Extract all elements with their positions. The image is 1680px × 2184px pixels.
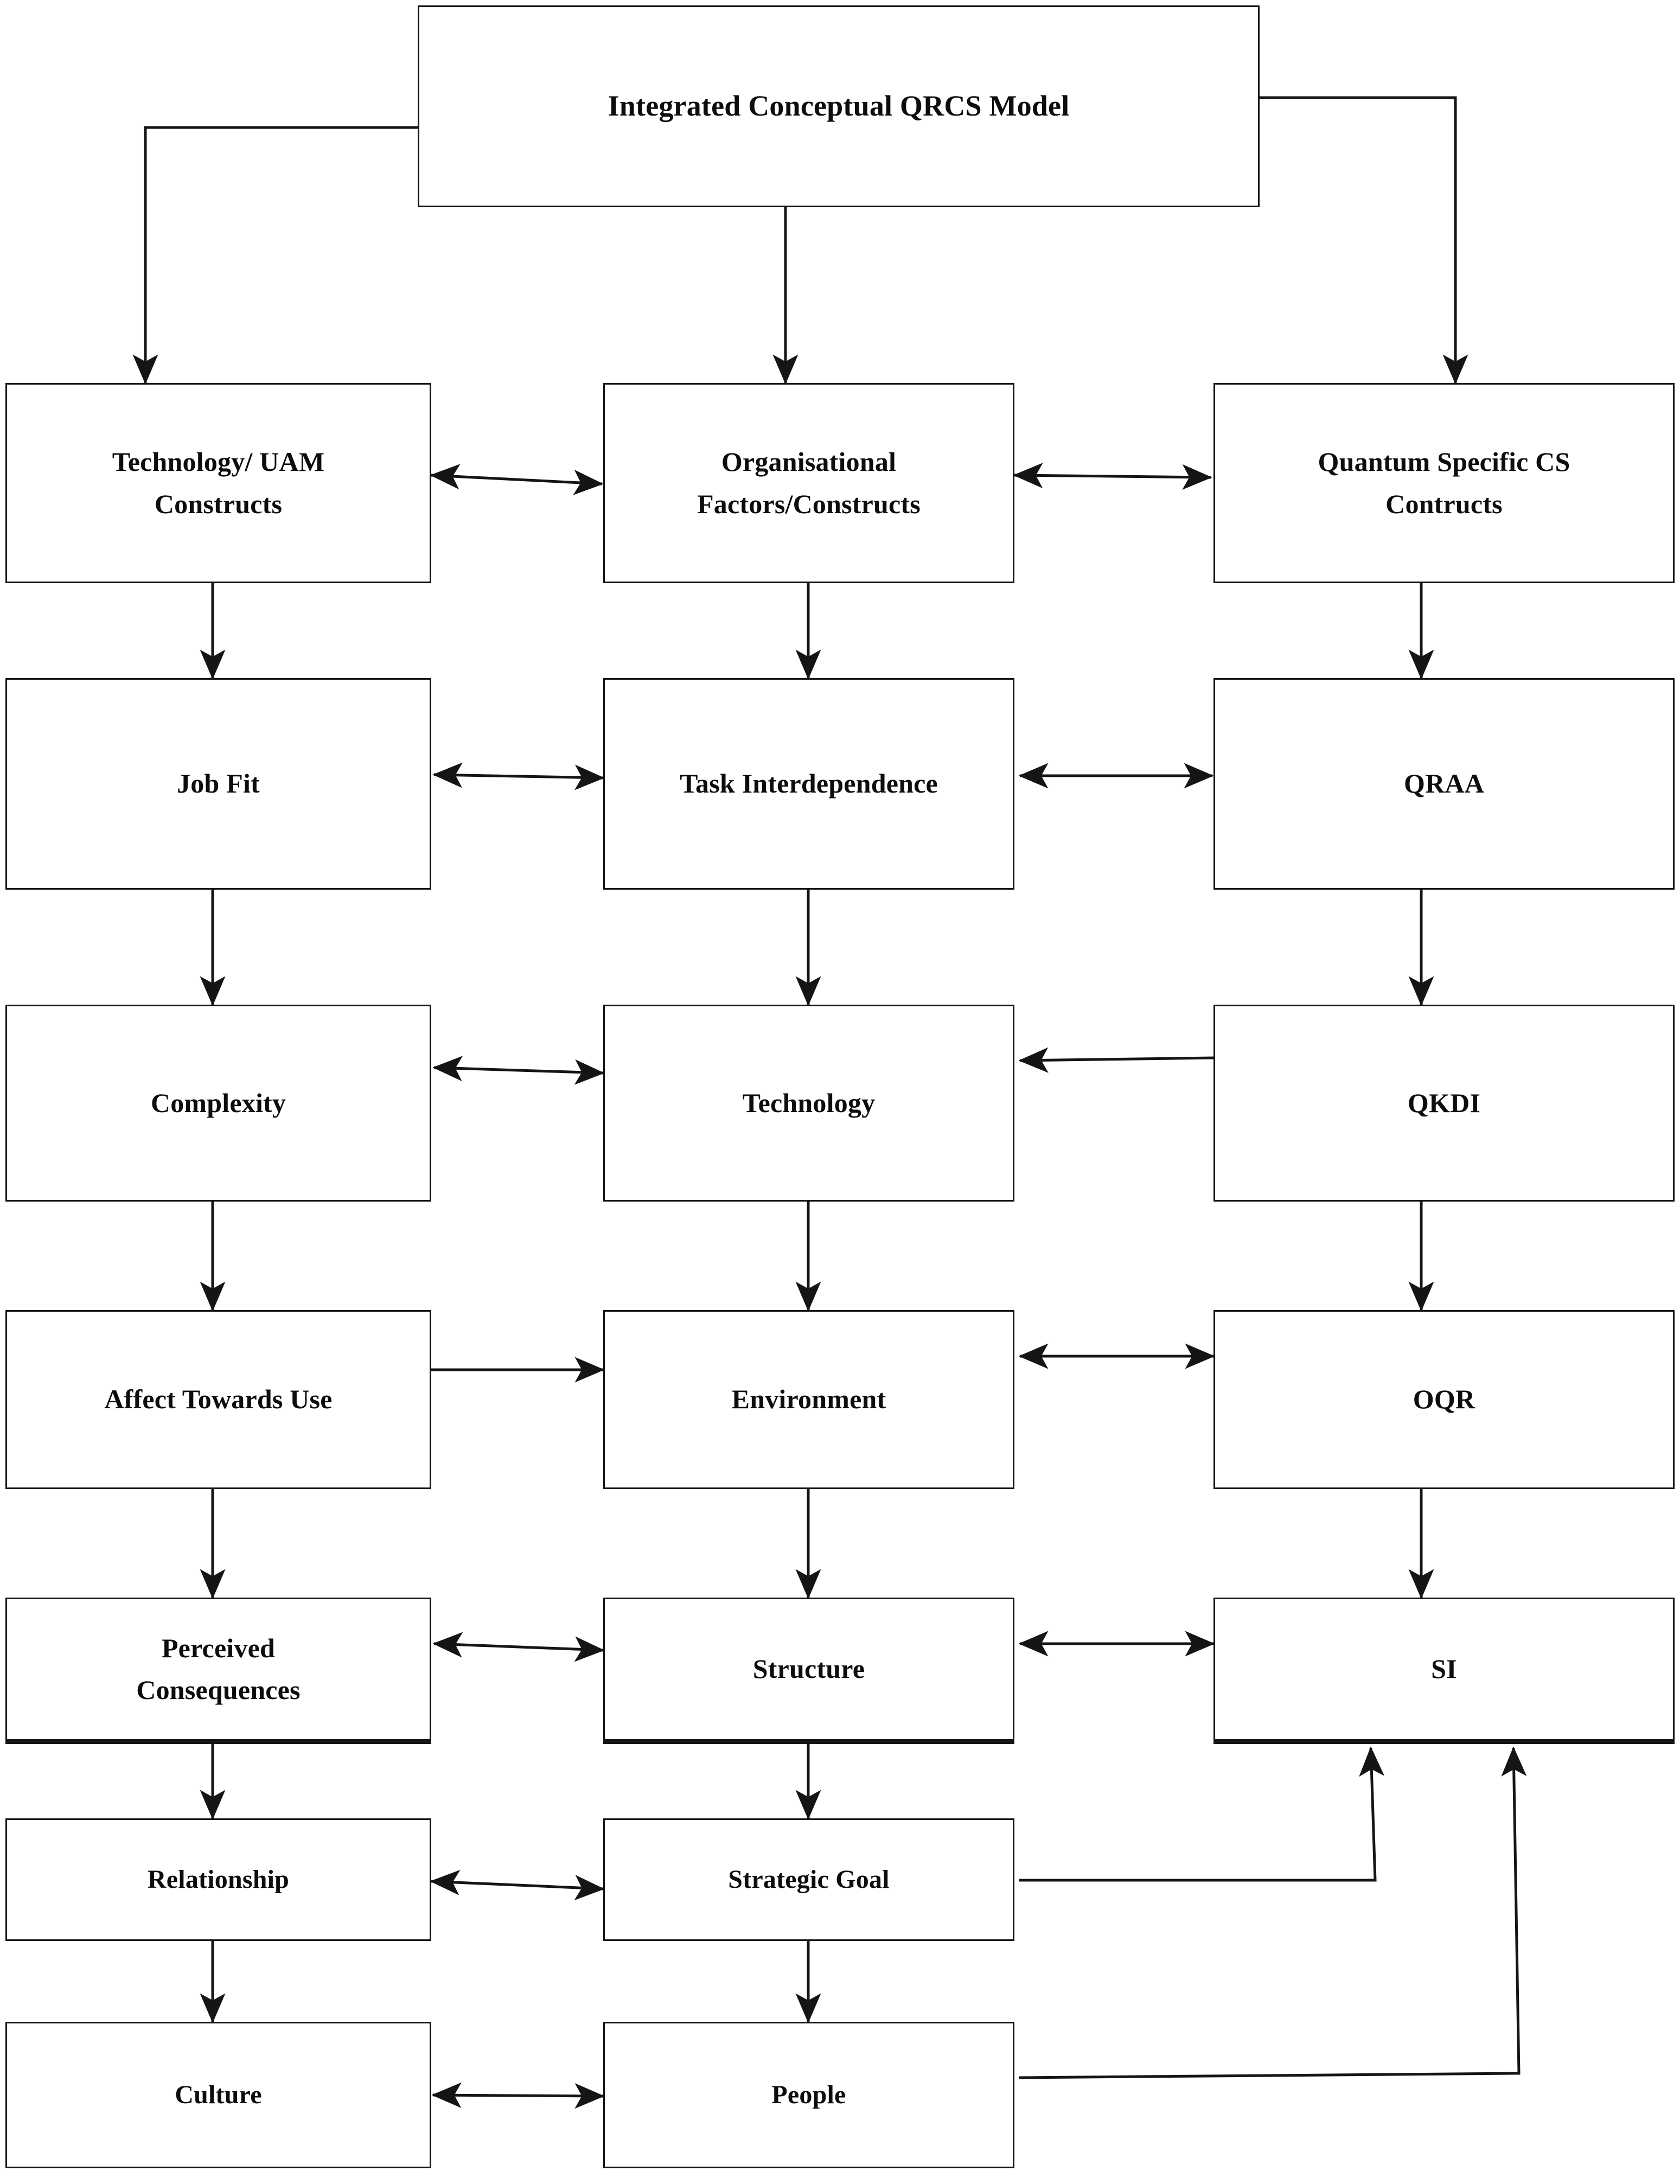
node-task-interdependence[interactable]: Task Interdependence [603, 678, 1014, 890]
node-organisational-factors-label: Organisational Factors/Constructs [689, 441, 928, 525]
edge-complexity-technology [432, 1056, 605, 1085]
node-job-fit[interactable]: Job Fit [5, 678, 431, 890]
node-culture-label: Culture [175, 2080, 262, 2109]
node-strategic-goal[interactable]: Strategic Goal [603, 1818, 1014, 1941]
node-perceived-consequences[interactable]: Perceived Consequences [5, 1598, 431, 1744]
node-culture[interactable]: Culture [5, 2022, 431, 2168]
node-affect-towards-use-label: Affect Towards Use [104, 1384, 333, 1415]
node-people[interactable]: People [603, 2022, 1014, 2168]
edge-relationship-strategicgoal [430, 1869, 605, 1901]
label-line-1: Organisational [721, 446, 897, 477]
node-strategic-goal-label: Strategic Goal [728, 1864, 890, 1894]
node-people-label: People [771, 2080, 846, 2109]
node-qraa[interactable]: QRAA [1213, 678, 1675, 890]
node-technology-uam-constructs-label: Technology/ UAM Constructs [105, 441, 332, 525]
node-relationship[interactable]: Relationship [5, 1818, 431, 1941]
node-technology-label: Technology [742, 1087, 876, 1118]
node-organisational-factors[interactable]: Organisational Factors/Constructs [603, 383, 1014, 583]
node-qkdi-label: QKDI [1407, 1087, 1481, 1118]
node-technology[interactable]: Technology [603, 1005, 1014, 1202]
node-qraa-label: QRAA [1403, 768, 1485, 799]
node-job-fit-label: Job Fit [177, 768, 260, 799]
label-line-1: Quantum Specific CS [1318, 446, 1570, 477]
node-structure[interactable]: Structure [603, 1598, 1014, 1744]
node-si[interactable]: SI [1213, 1598, 1675, 1744]
node-relationship-label: Relationship [147, 1864, 290, 1894]
node-si-label: SI [1431, 1653, 1457, 1684]
edge-si-strategicgoal-feedback [1019, 1746, 1385, 1882]
edge-perceived-structure [432, 1632, 605, 1662]
node-affect-towards-use[interactable]: Affect Towards Use [5, 1310, 431, 1489]
node-quantum-specific-cs-label: Quantum Specific CS Contructs [1311, 441, 1578, 525]
edge-culture-people [431, 2082, 605, 2109]
node-oqr-label: OQR [1413, 1384, 1475, 1415]
label-line-2: Constructs [154, 488, 283, 519]
label-line-1: Technology/ UAM [112, 446, 325, 477]
node-task-interdependence-label: Task Interdependence [680, 768, 938, 799]
label-line-2: Contructs [1385, 488, 1503, 519]
edge-jobfit-task [432, 762, 605, 790]
node-structure-label: Structure [752, 1653, 865, 1684]
node-quantum-specific-cs[interactable]: Quantum Specific CS Contructs [1213, 383, 1675, 583]
node-complexity-label: Complexity [150, 1087, 286, 1118]
node-root-label: Integrated Conceptual QRCS Model [608, 90, 1070, 123]
edge-organisational-quantum [1013, 463, 1212, 490]
edge-technology-organisational [430, 464, 604, 495]
edge-root-to-technology [132, 126, 418, 385]
node-environment[interactable]: Environment [603, 1310, 1014, 1489]
label-line-2: Factors/Constructs [697, 488, 921, 519]
edge-si-people-feedback [1018, 1746, 1527, 2079]
node-root[interactable]: Integrated Conceptual QRCS Model [418, 5, 1260, 207]
edge-qkdi-technology [1018, 1047, 1216, 1073]
label-line-2: Consequences [136, 1675, 301, 1705]
label-line-1: Perceived [161, 1632, 276, 1663]
edge-root-to-quantum [1260, 96, 1468, 385]
node-perceived-consequences-label: Perceived Consequences [129, 1627, 308, 1712]
node-technology-uam-constructs[interactable]: Technology/ UAM Constructs [5, 383, 431, 583]
node-environment-label: Environment [731, 1384, 886, 1415]
node-qkdi[interactable]: QKDI [1213, 1005, 1675, 1202]
node-complexity[interactable]: Complexity [5, 1005, 431, 1202]
node-oqr[interactable]: OQR [1213, 1310, 1675, 1489]
